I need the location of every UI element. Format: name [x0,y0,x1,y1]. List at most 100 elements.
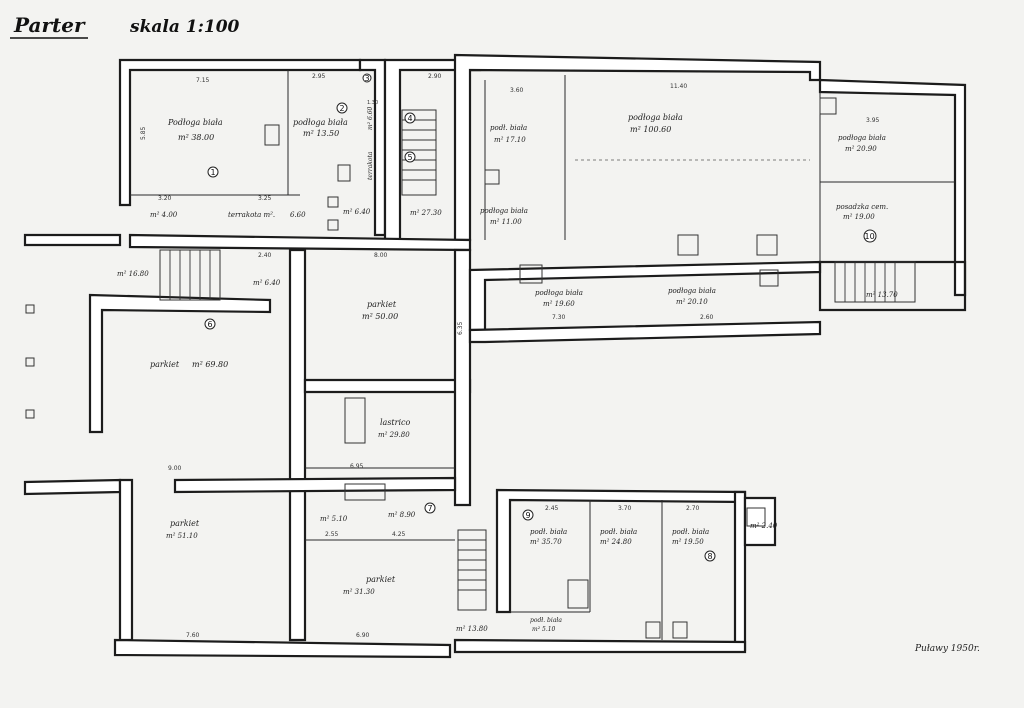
stair-top [401,109,437,196]
dimension-label: 3.95 [866,117,880,124]
room-area-label: m² 24.80 [600,538,632,546]
plan-title: Parter [13,13,86,37]
room-marker: 8 [704,550,716,562]
wall-br-base [453,638,747,654]
wall-center-spine [288,248,307,642]
dimension-label: 2.55 [325,531,339,538]
room-area-label: m² 4.00 [150,211,178,219]
room-area-label: m² 5.10 [320,515,348,523]
signature-date: Puławy 1950r. [914,644,980,654]
room-marker: 5 [404,151,416,163]
room-area-label: m² 19.60 [543,300,575,308]
wall-bottom-left-outer [118,478,134,642]
room-floor-label: podłoga biała [480,207,528,215]
room-area-label: m² 38.00 [178,133,214,142]
outer-walls [23,53,967,659]
room-labels: Podłoga biała m² 38.00 podłoga biała m² … [117,106,898,633]
room-area-label: m² 5.10 [532,626,556,633]
room-floor-label: parkiet [367,300,397,309]
room-marker: 9 [522,509,534,521]
dimension-label: 8.00 [374,252,388,259]
room-floor-label: parkiet [150,360,180,369]
room-area-label: m² 8.90 [388,511,416,519]
room-floor-label: Podłoga biała [167,118,223,127]
dimension-label: 2.45 [545,505,559,512]
room-area-label: 6.60 [290,211,306,219]
room-area-label: m² 35.70 [530,538,562,546]
kitchen-fixture [344,483,386,501]
dimension-label: 3.70 [618,505,632,512]
svg-text:10: 10 [865,232,875,241]
stair-bottom [457,529,487,611]
room-floor-label: podł. biała [530,617,562,624]
plan-scale: skala 1:100 [129,17,240,37]
dimension-label: 3.60 [510,87,524,94]
room-floor-label: podłoga biała [628,113,683,122]
stove-fixture [645,621,661,639]
room-floor-label: parkiet [170,519,200,528]
wall-right-stair-box [818,260,967,312]
room-floor-label: terrakota [367,151,374,180]
dimension-label: 7.30 [552,314,566,321]
stove-fixture [819,97,837,115]
svg-text:9: 9 [526,511,531,520]
room-marker: 4 [404,112,416,124]
room-area-label: m² 6.40 [343,208,371,216]
room-area-label: m² 13.50 [303,129,339,138]
room-area-label: m² 17.10 [494,136,526,144]
room-marker: 1 [207,166,219,178]
wall-parkiet-bottom [303,378,472,394]
dimension-label: 7.15 [196,77,210,84]
room-area-label: m² 20.90 [845,145,877,153]
dimension-label: 2.90 [428,73,442,80]
dimension-label: 1.30 [367,100,378,106]
dimension-label: 4.25 [392,531,406,538]
room-floor-label: podł. biała [490,124,527,132]
stair-right [834,261,916,303]
dimension-label: 2.40 [258,252,272,259]
svg-text:3: 3 [365,74,370,83]
wall-corridor-top [128,233,472,252]
interior-partitions [130,70,955,640]
room-area-label: m² 50.00 [362,312,398,321]
dimension-label: 9.00 [168,465,182,472]
room-area-label: m² 6.40 [253,279,281,287]
svg-text:6: 6 [208,320,213,329]
dimension-label: 3.20 [158,195,172,202]
room-marker: 2 [336,102,348,114]
stove-fixture [756,234,778,256]
wall-bottom-stub-left [23,478,122,496]
lastrico-fixture [344,397,366,444]
wall-corridor-stub-left [23,233,122,247]
stove-fixture [519,264,543,284]
room-marker: 10 [863,229,877,243]
dimension-label: 2.70 [686,505,700,512]
room-area-label: m² 11.00 [490,218,522,226]
dimension-label: 7.60 [186,632,200,639]
stove-fixture [746,507,766,527]
dimension-label: 2.95 [312,73,326,80]
svg-text:4: 4 [408,114,413,123]
dimension-label: 6.90 [356,632,370,639]
room-floor-label: podł. biała [600,528,637,536]
stove-fixture [264,124,280,146]
room-area-label: m² 100.60 [630,125,671,134]
room-area-label: m² 69.80 [192,360,228,369]
room-area-label: m² 13.70 [866,291,898,299]
stove-fixture [759,269,779,287]
room-floor-label: parkiet [366,575,396,584]
room-floor-label: podłoga biała [535,289,583,297]
dimension-label: 6.35 [457,321,464,335]
svg-text:7: 7 [428,504,433,513]
wc-fixture [327,219,339,231]
room-marker: 6 [204,318,216,330]
room-floor-label: lastrico [380,418,411,427]
room-area-label: m² 20.10 [676,298,708,306]
wall-center-right [453,248,472,507]
margin-marks [25,304,35,419]
svg-text:1: 1 [211,168,216,177]
wall-mid-corridor-top [468,260,822,332]
stove-fixture [337,164,351,182]
room-area-label: m² 16.80 [117,270,149,278]
